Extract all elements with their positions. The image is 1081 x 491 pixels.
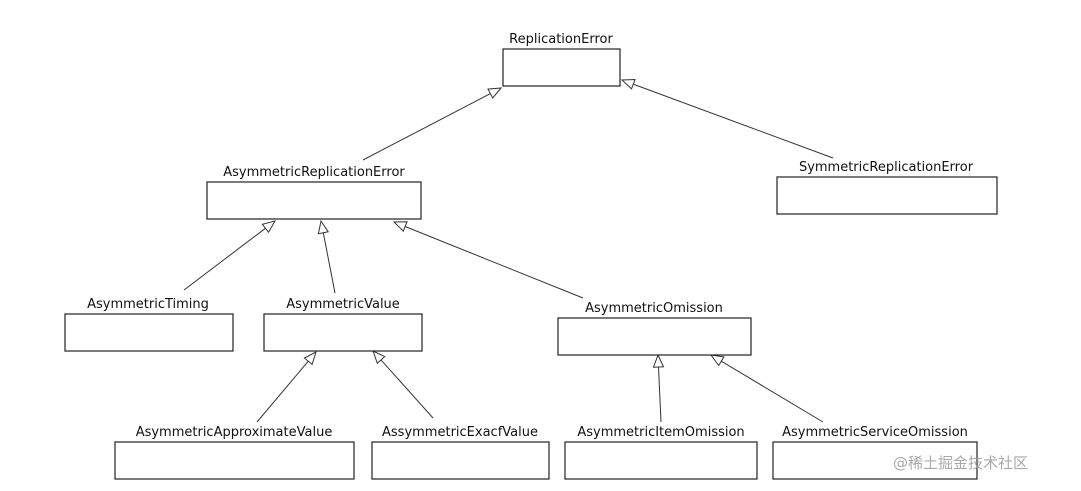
class-label: AsymmetricApproximateValue (136, 425, 333, 440)
class-label: AssymmetricExacfValue (382, 425, 538, 440)
class-label: ReplicationError (509, 32, 613, 47)
class-node-asymmetric-timing: AsymmetricTiming (64, 297, 234, 352)
inheritance-arrowhead (709, 354, 725, 367)
inheritance-arrowhead (261, 220, 277, 234)
edge-line (404, 226, 584, 299)
class-box (502, 48, 621, 87)
class-node-symmetric-replication-error: SymmetricReplicationError (776, 160, 998, 215)
class-label: AsymmetricServiceOmission (782, 425, 968, 440)
class-label: AsymmetricTiming (87, 297, 209, 312)
generalization-edge (620, 78, 834, 159)
class-box (776, 176, 998, 215)
generalization-edge (256, 351, 317, 423)
inheritance-arrowhead (392, 221, 408, 232)
generalization-edge (362, 87, 503, 161)
inheritance-arrowhead (303, 351, 317, 366)
class-label: SymmetricReplicationError (799, 160, 974, 175)
class-box (564, 441, 758, 480)
edge-line (322, 232, 336, 294)
class-box (371, 441, 550, 480)
edges-layer (183, 78, 834, 423)
class-label: AsymmetricValue (286, 297, 400, 312)
class-node-asymmetric-value: AsymmetricValue (263, 297, 423, 352)
edge-line (183, 227, 266, 291)
edge-line (362, 93, 491, 161)
generalization-edge (183, 220, 277, 291)
class-node-asymmetric-approximate-value: AsymmetricApproximateValue (114, 425, 355, 480)
class-box (206, 181, 422, 220)
inheritance-arrowhead (652, 353, 665, 368)
class-node-asymmetric-service-omission: AsymmetricServiceOmission (772, 425, 978, 480)
generalization-edge (709, 354, 824, 423)
edge-line (658, 366, 662, 423)
class-label: AsymmetricOmission (585, 301, 723, 316)
class-label: AsymmetricItemOmission (577, 425, 744, 440)
inheritance-arrowhead (487, 87, 503, 99)
generalization-edge (392, 221, 584, 299)
classes-layer: ReplicationErrorAsymmetricReplicationErr… (64, 32, 998, 480)
class-box (557, 317, 752, 356)
class-node-replication-error: ReplicationError (502, 32, 621, 87)
class-node-asymmetric-omission: AsymmetricOmission (557, 301, 752, 356)
edge-line (256, 360, 309, 423)
inheritance-arrowhead (620, 78, 636, 90)
inheritance-arrowhead (372, 350, 386, 365)
class-box (772, 441, 978, 480)
class-box (263, 313, 423, 352)
edge-line (380, 359, 434, 419)
class-box (114, 441, 355, 480)
class-node-assymmetric-exacf-value: AssymmetricExacfValue (371, 425, 550, 480)
class-node-asymmetric-replication-error: AsymmetricReplicationError (206, 165, 422, 220)
watermark-text: @稀土掘金技术社区 (893, 454, 1029, 472)
edge-line (721, 360, 824, 423)
class-label: AsymmetricReplicationError (223, 165, 405, 180)
generalization-edge (372, 350, 434, 419)
generalization-edge (652, 353, 665, 423)
generalization-edge (317, 219, 336, 294)
class-box (64, 313, 234, 352)
inheritance-arrowhead (317, 219, 330, 235)
class-node-asymmetric-item-omission: AsymmetricItemOmission (564, 425, 758, 480)
edge-line (633, 83, 834, 159)
